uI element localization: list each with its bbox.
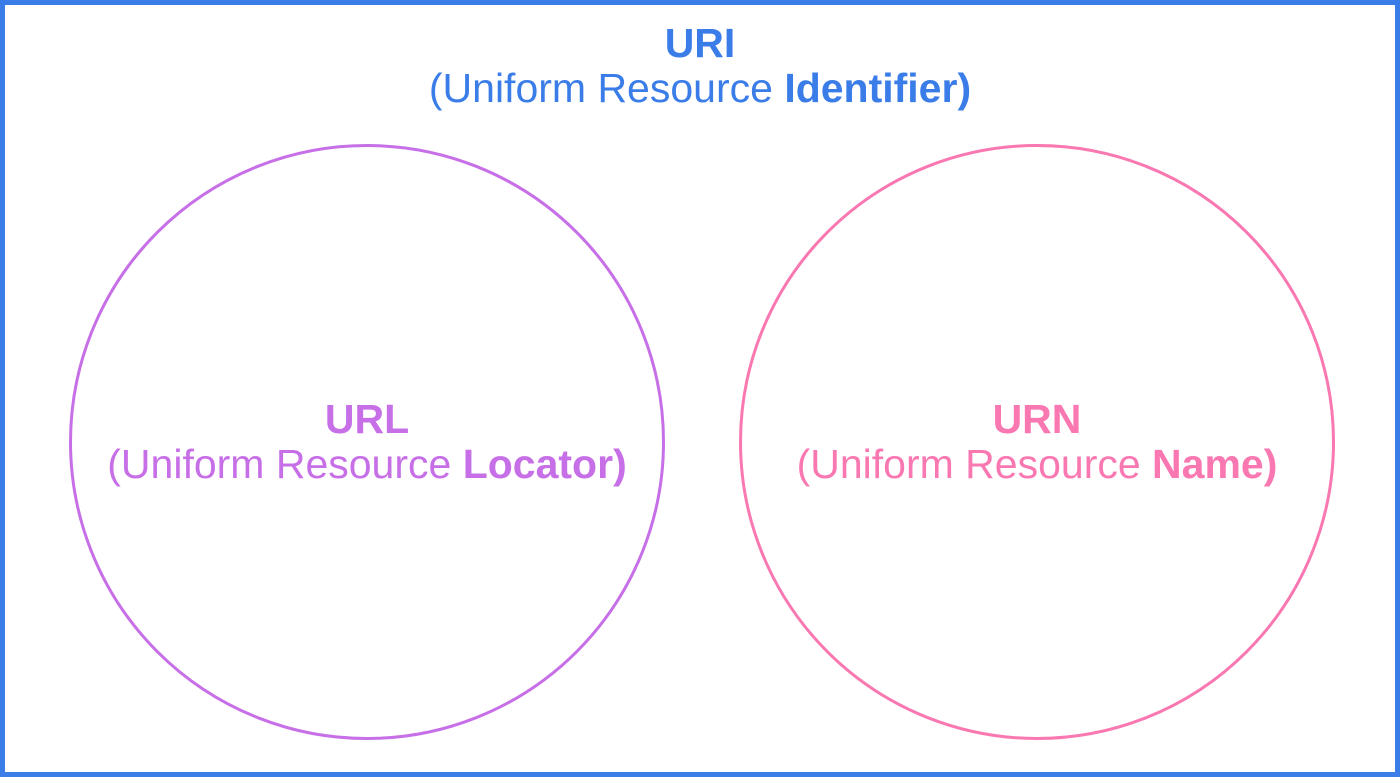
url-abbr-label: URL xyxy=(324,396,410,442)
urn-circle: URN (Uniform Resource Name) xyxy=(739,144,1335,740)
urn-expansion-emphasis: Name xyxy=(1152,441,1264,487)
uri-title: URI (Uniform Resource Identifier) xyxy=(5,21,1395,111)
urn-abbr-label: URN xyxy=(992,396,1082,442)
urn-expansion-prefix: (Uniform Resource xyxy=(796,441,1153,487)
uri-abbr-label: URI xyxy=(664,20,736,66)
uri-expansion-emphasis: Identifier xyxy=(784,65,958,111)
url-expansion-prefix: (Uniform Resource xyxy=(107,441,463,487)
uri-expansion-prefix: (Uniform Resource xyxy=(428,65,785,111)
urn-expansion-label: (Uniform Resource Name) xyxy=(742,442,1332,487)
url-expansion-emphasis: Locator xyxy=(462,441,614,487)
urn-label: URN (Uniform Resource Name) xyxy=(742,397,1332,487)
uri-expansion-label: (Uniform Resource Identifier) xyxy=(5,66,1395,111)
url-expansion-label: (Uniform Resource Locator) xyxy=(72,442,662,487)
urn-expansion-suffix: ) xyxy=(1263,441,1278,487)
uri-expansion-suffix: ) xyxy=(957,65,972,111)
url-circle: URL (Uniform Resource Locator) xyxy=(69,144,665,740)
url-label: URL (Uniform Resource Locator) xyxy=(72,397,662,487)
url-expansion-suffix: ) xyxy=(613,441,627,487)
